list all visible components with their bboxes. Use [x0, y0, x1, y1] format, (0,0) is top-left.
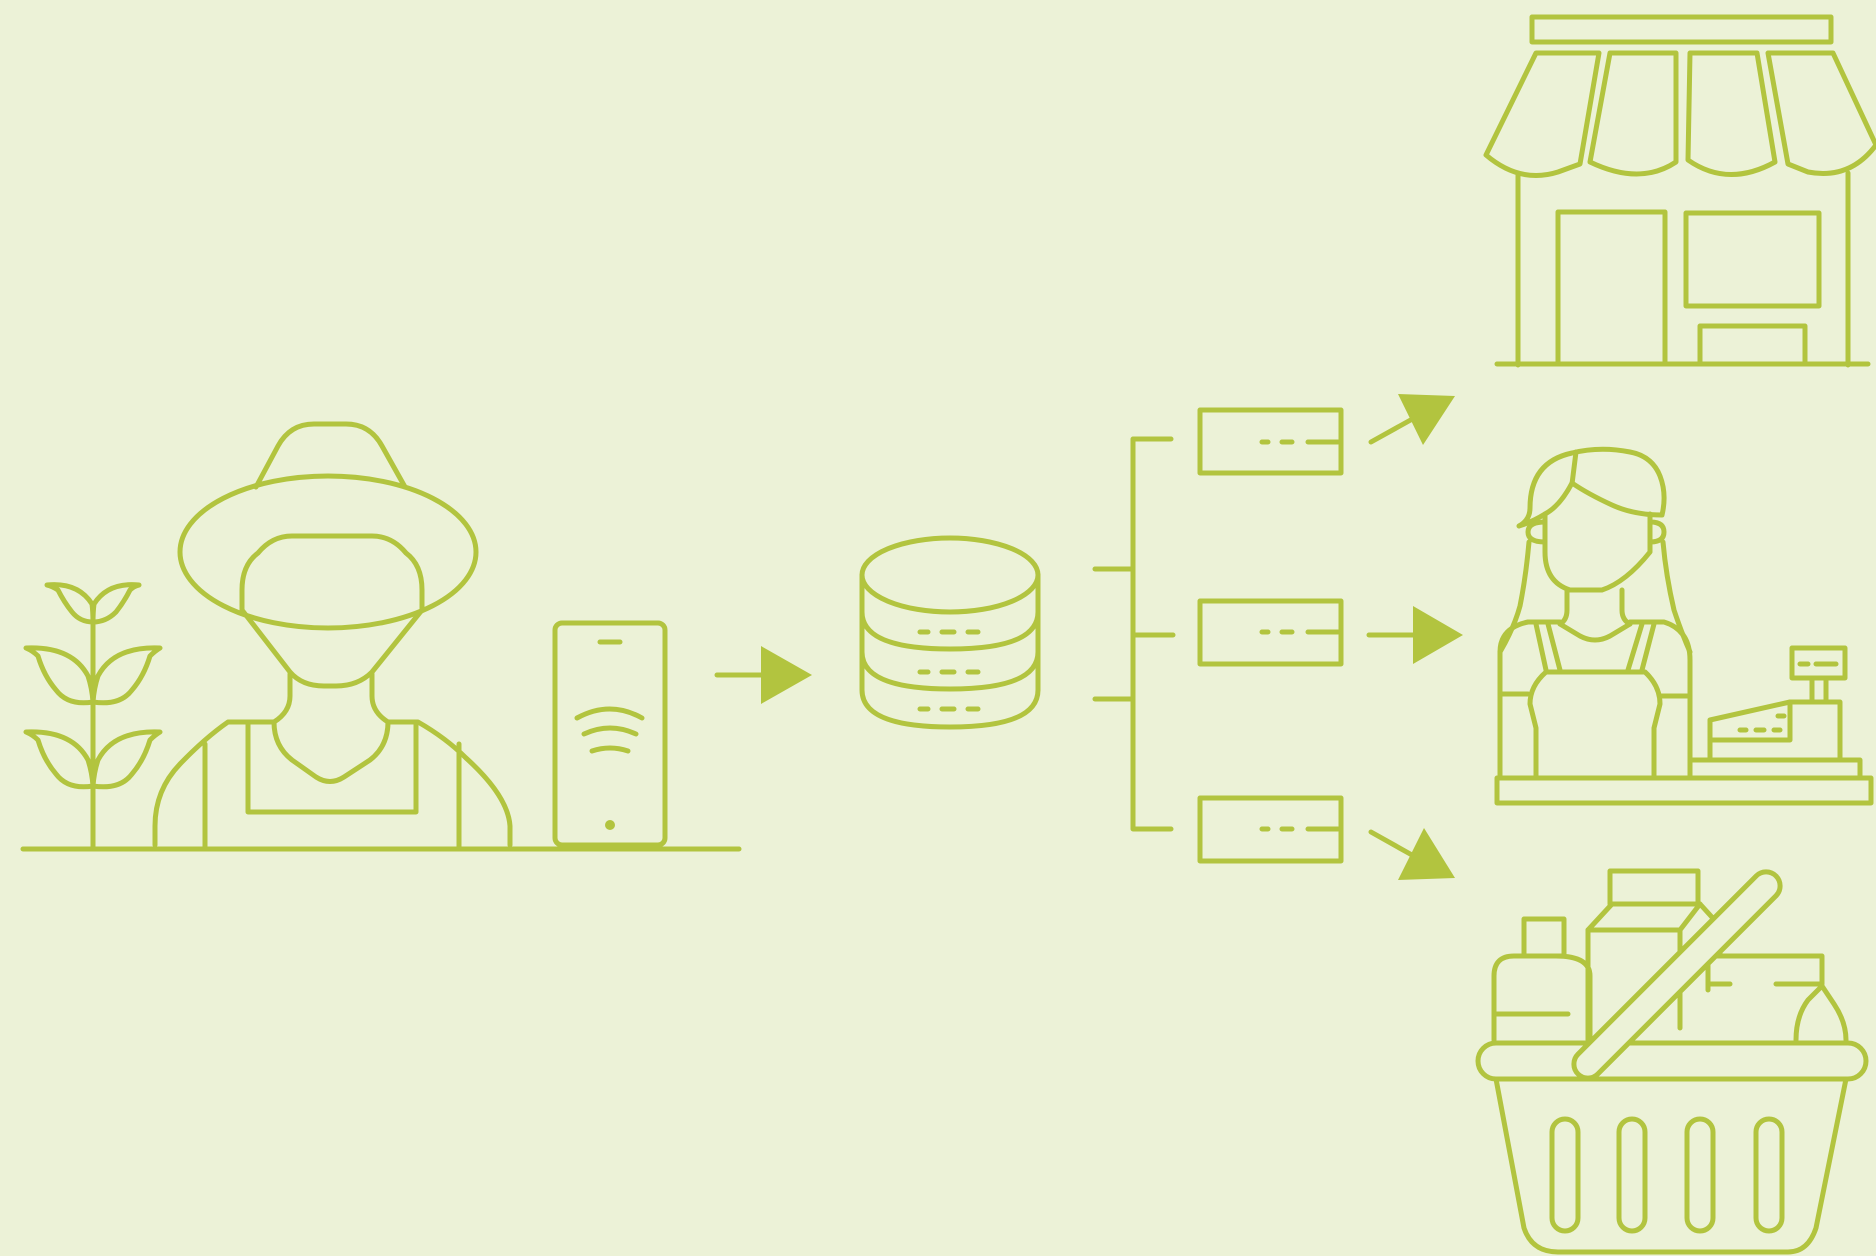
arrow-to-basket	[1371, 828, 1455, 880]
arrow-to-database	[717, 646, 812, 704]
smartphone-wifi-icon	[555, 623, 665, 845]
distribution-bracket	[1095, 439, 1173, 829]
arrow-to-store	[1371, 394, 1455, 445]
storefront-icon	[1486, 17, 1876, 365]
grocery-basket-icon	[1478, 866, 1866, 1252]
database-icon	[862, 538, 1038, 727]
arrow-to-cashier	[1369, 606, 1463, 664]
farmer-icon	[155, 424, 510, 848]
server-rack-icon	[1200, 410, 1341, 473]
plant-icon	[26, 585, 160, 848]
server-rack-icon	[1200, 601, 1341, 664]
cashier-icon	[1497, 449, 1871, 803]
server-rack-icon	[1200, 798, 1341, 861]
